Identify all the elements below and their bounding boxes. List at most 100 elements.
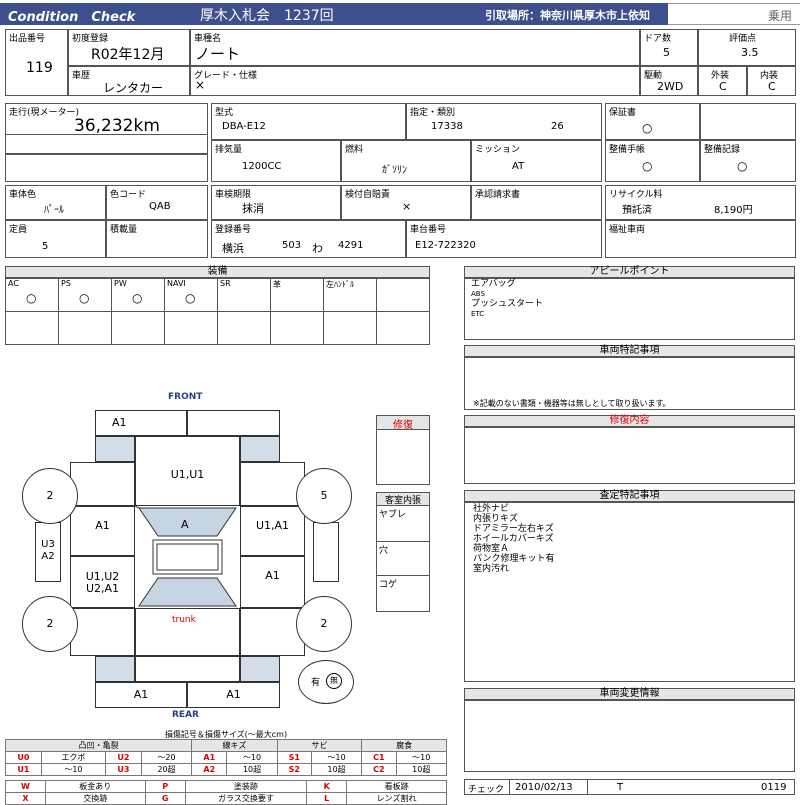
header-bar: Condition Check 厚木入札会 1237回 引取場所：神奈川県厚木市… [0, 3, 668, 25]
recycle-box: リサイクル料 預託済 8,190円 [605, 185, 796, 220]
front-light-right [240, 436, 280, 462]
appraisal-line: 荷物室Ａ [473, 544, 510, 554]
class-number: 26 [551, 121, 564, 132]
equip-label-ac: AC [8, 279, 19, 288]
check-label: チェック [468, 785, 505, 795]
appeal-title: アピールポイント [464, 266, 795, 278]
front-light-left [95, 436, 135, 462]
model-type: DBA-E12 [222, 121, 266, 132]
spare-no-circled: 無 [326, 673, 342, 689]
equip-label-lhd: 左ﾊﾝﾄﾞﾙ [326, 280, 354, 289]
doors-box: ドア数 5 [640, 29, 698, 66]
grade-box: グレード・仕様 × [190, 66, 640, 96]
displacement: 1200CC [242, 161, 282, 172]
tire-rear-right: 2 [296, 596, 352, 652]
front-bumper-left: A1 [95, 410, 187, 436]
damage-legend: 損傷記号＆損傷サイズ(〜最大cm) 凸凹・亀裂 線キズ サビ 腐食 U0 エクボ… [4, 730, 448, 805]
lot-number: 119 [26, 60, 53, 76]
insurance: × [402, 200, 412, 213]
mileage: 36,232km [74, 116, 160, 136]
maint-record-box: 整備記録 ○ [700, 140, 796, 182]
repair-badge-box: 修復 [376, 415, 430, 485]
equip-label-ps: PS [61, 279, 71, 288]
special-title: 車両特記事項 [464, 345, 795, 357]
front-door-right: U1,A1 [240, 506, 305, 556]
legend-title: 損傷記号＆損傷サイズ(〜最大cm) [164, 730, 288, 739]
model-name: ノート [195, 45, 241, 63]
change-title: 車両変更情報 [464, 688, 795, 700]
mission: AT [512, 161, 525, 172]
interior-box: 内装 C [747, 66, 796, 96]
appraisal-notes: 社外ナビ 内張りキズ ドアミラー左右キズ ホイールカバーキズ 荷物室Ａ パンク修… [464, 502, 795, 682]
equipment-grid: AC ○ PS ○ PW ○ NAVI ○ SR 革 左ﾊﾝﾄﾞﾙ [5, 278, 430, 345]
trunk-label: trunk [172, 615, 196, 625]
roof: A [135, 506, 240, 608]
equip-value-navi: ○ [185, 291, 196, 305]
front-label: FRONT [168, 392, 203, 402]
rear-door-right: A1 [240, 556, 305, 608]
change-info [464, 700, 795, 772]
interior-grade: C [768, 80, 776, 93]
rear-light-right [240, 656, 280, 682]
auction-name: 厚木入札会 1237回 [200, 8, 334, 24]
score-box: 評価点 3.5 [698, 29, 796, 66]
appeal-points: エアバッグ ABS プッシュスタート ETC [464, 278, 795, 340]
appraisal-line: ホイールカバーキズ [473, 534, 554, 544]
appraisal-line: ドアミラー左右キズ [473, 524, 554, 534]
rear-bumper-left: A1 [95, 682, 187, 708]
hood: U1,U1 [135, 436, 240, 506]
equip-value-ps: ○ [79, 291, 90, 305]
color-code-box: 色コード QAB [106, 185, 208, 220]
color-code: QAB [149, 201, 171, 212]
registration-number-box: 登録番号 横浜 503 わ 4291 [211, 220, 406, 258]
rear-light-left [95, 656, 135, 682]
capacity: 5 [42, 241, 49, 252]
rear-fender-right [240, 608, 305, 656]
maint-book-box: 整備手帳 ○ [605, 140, 700, 182]
score: 3.5 [741, 46, 759, 59]
reg-city: 横浜 [222, 242, 244, 255]
fuel: ｶﾞｿﾘﾝ [382, 165, 407, 176]
check-code: T [617, 782, 624, 793]
warranty: ○ [642, 121, 653, 135]
appeal-line: ABS [471, 290, 485, 298]
chassis-number: E12-722320 [415, 240, 476, 251]
appraisal-line: 社外ナビ [473, 504, 510, 514]
inspection-box: 車検期限 抹消 [211, 185, 341, 220]
first-registration: R02年12月 [91, 47, 165, 63]
tire-front-left: 2 [22, 468, 78, 524]
first-registration-box: 初度登録 R02年12月 [68, 29, 190, 66]
mission-box: ミッション AT [471, 140, 602, 182]
equipment-title: 装備 [5, 266, 430, 278]
reg-number-1: 503 [282, 240, 302, 251]
welfare-box: 福祉車両 [605, 220, 796, 258]
maint-record: ○ [737, 159, 748, 173]
front-bumper-right [187, 410, 280, 436]
special-notes: ※記載のない書類・機器等は無しとして取り扱います。 [464, 357, 795, 410]
recycle-fee: 8,190円 [714, 205, 753, 216]
cabin-title: 客室内張 [377, 493, 429, 506]
check-date: 2010/02/13 [515, 782, 573, 793]
tire-front-right: 5 [296, 468, 352, 524]
fuel-box: 燃料 ｶﾞｿﾘﾝ [341, 140, 471, 182]
rear-bumper-right: A1 [187, 682, 280, 708]
check-row: チェック 2010/02/13 T 0119 [464, 779, 795, 795]
appeal-line: ETC [471, 310, 485, 318]
rear-fender-left [70, 608, 135, 656]
special-note: ※記載のない書類・機器等は無しとして取り扱います。 [473, 399, 671, 408]
spare-tire: 有 無 [298, 660, 354, 704]
history-box: 車歴 レンタカー [68, 66, 190, 96]
designation-number: 17338 [431, 121, 463, 132]
lot-number-box: 出品番号 119 [5, 29, 68, 96]
warranty-extra-box [700, 103, 796, 140]
legend-dent: 凸凹・亀裂 [4, 739, 193, 752]
cabin-item-hole: 穴 [379, 546, 389, 556]
windshield: A [181, 518, 189, 531]
left-side-panel: U3 A2 [35, 522, 61, 582]
rear-panel [135, 656, 240, 682]
repair-title: 修復内容 [464, 415, 795, 427]
appraisal-line: 室内汚れ [473, 564, 510, 574]
reg-number-2: 4291 [338, 240, 364, 251]
cabin-item-tear: ヤブレ [379, 510, 407, 520]
tire-rear-left: 2 [22, 596, 78, 652]
